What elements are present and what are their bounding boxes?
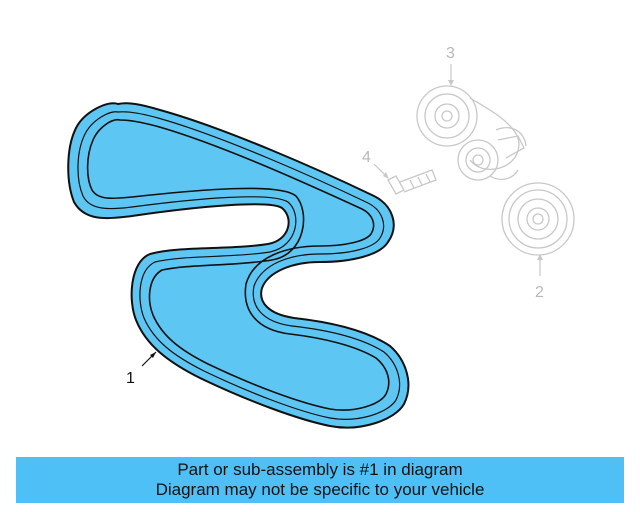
callout-4-label: 4 xyxy=(362,149,371,166)
callout-3-label: 3 xyxy=(446,45,455,62)
banner-line-1: Part or sub-assembly is #1 in diagram xyxy=(177,460,463,479)
belt-inner-rib xyxy=(77,111,401,420)
parts-diagram: 1 3 4 xyxy=(67,45,575,429)
serpentine-belt[interactable] xyxy=(67,102,410,429)
callout-1: 1 xyxy=(126,351,157,387)
bolt[interactable] xyxy=(387,169,437,195)
callout-4: 4 xyxy=(362,149,389,179)
tensioner-pulley-assembly[interactable] xyxy=(416,85,527,181)
callout-2-label: 2 xyxy=(535,284,544,301)
banner-line-2: Diagram may not be specific to your vehi… xyxy=(155,480,485,499)
callout-1-label: 1 xyxy=(126,370,135,387)
belt-outer xyxy=(67,102,410,429)
info-banner: Part or sub-assembly is #1 in diagram Di… xyxy=(16,457,624,503)
callout-3: 3 xyxy=(446,45,455,86)
callout-2: 2 xyxy=(535,254,544,301)
belt-inner-edge xyxy=(86,118,390,411)
idler-pulley[interactable] xyxy=(501,182,575,256)
